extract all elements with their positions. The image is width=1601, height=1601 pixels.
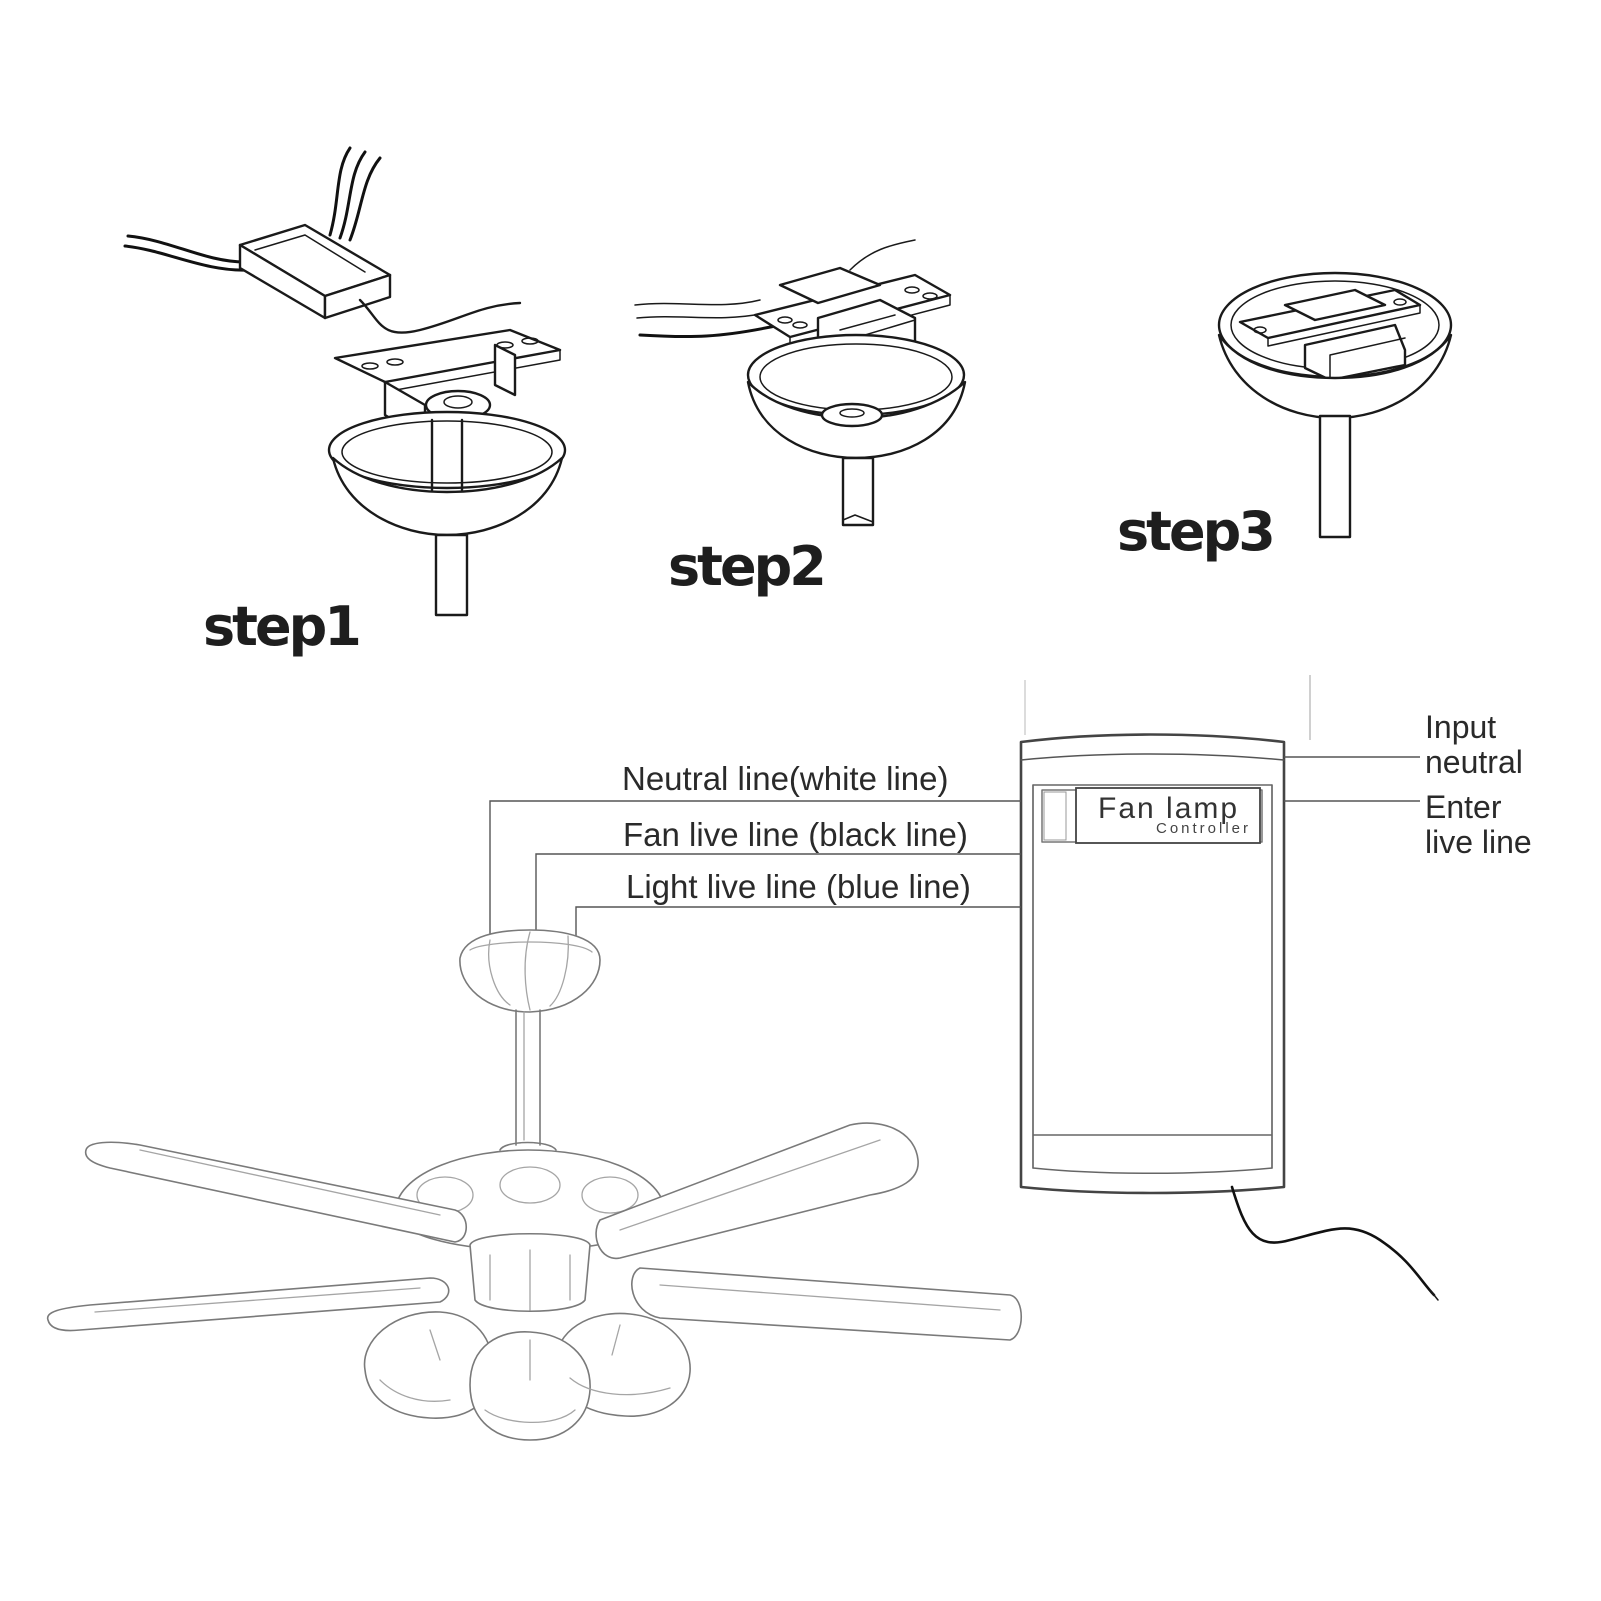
step3-illustration xyxy=(1217,271,1453,539)
step2-label: step2 xyxy=(668,535,824,598)
input-neutral-label-line1: Input xyxy=(1425,709,1496,745)
ceiling-fan xyxy=(46,929,1022,1441)
enter-live-line-label-line1: Enter xyxy=(1425,789,1502,825)
step1-illustration xyxy=(123,146,567,617)
enter-live-line-label-line2: live line xyxy=(1425,824,1532,860)
leader-lines xyxy=(489,675,1420,936)
fan-live-line-label: Fan live line (black line) xyxy=(623,816,968,853)
input-neutral-label-line2: neutral xyxy=(1425,744,1523,780)
controller-brand-sub: Controller xyxy=(1156,820,1251,837)
light-live-line-label: Light live line (blue line) xyxy=(626,868,971,905)
neutral-line-label: Neutral line(white line) xyxy=(622,760,948,797)
step2-illustration xyxy=(634,239,967,527)
step1-label: step1 xyxy=(203,595,359,658)
wall-controller xyxy=(1019,733,1439,1301)
controller-brand: Fan lamp xyxy=(1098,792,1239,825)
step3-label: step3 xyxy=(1117,500,1273,563)
